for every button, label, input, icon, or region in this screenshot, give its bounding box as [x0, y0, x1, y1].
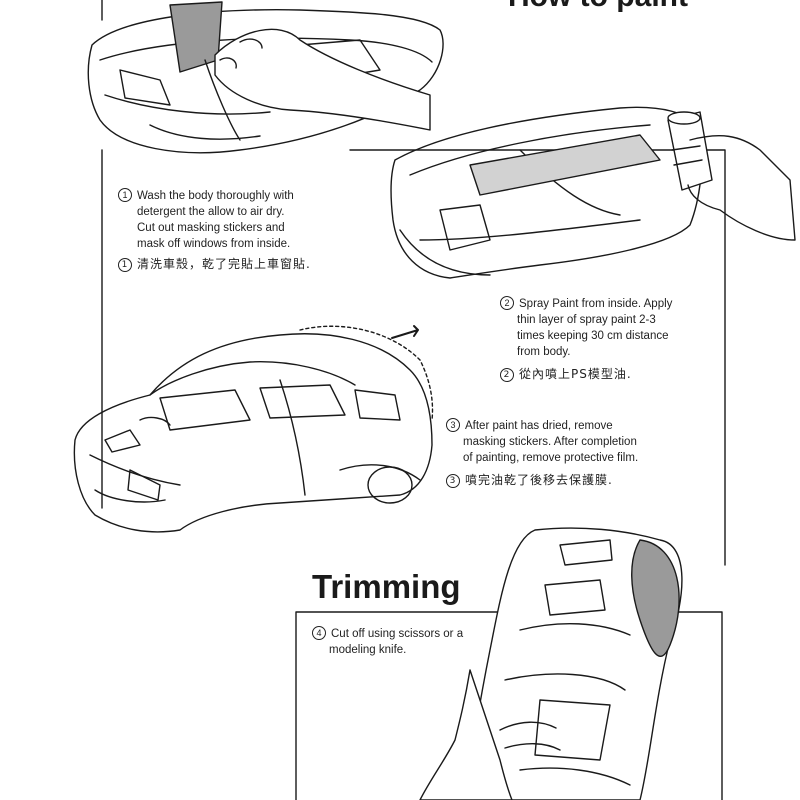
step-number: 1: [118, 258, 132, 272]
top-heading: How to paint: [508, 0, 688, 14]
step-number: 4: [312, 626, 326, 640]
step-number: 3: [446, 418, 460, 432]
car-shell-spray-illustration: [390, 106, 796, 279]
step-number: 2: [500, 296, 514, 310]
section-title-trimming: Trimming: [312, 568, 461, 605]
step-number: 3: [446, 474, 460, 488]
step-number: 1: [118, 188, 132, 202]
step-number: 2: [500, 368, 514, 382]
painted-car-body-illustration: [73, 325, 434, 533]
trimming-car-illustration: [419, 527, 683, 800]
direction-arrow: [391, 325, 419, 339]
car-shell-masking-illustration: [87, 1, 444, 154]
